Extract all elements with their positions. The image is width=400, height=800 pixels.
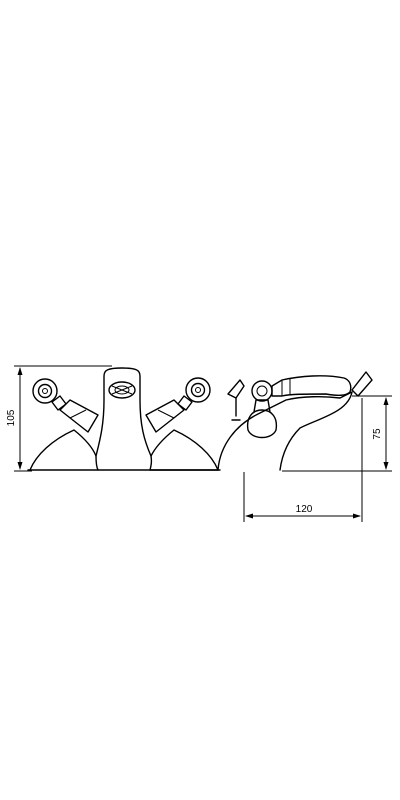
front-aerator-inner [114,385,130,395]
front-left-handle-inner [37,383,53,399]
front-view [27,367,221,471]
side-lift-rod-knob [227,379,245,399]
side-height-dimension: 75 [282,395,392,472]
front-right-arm-ring [157,409,175,419]
side-view [217,371,373,471]
front-left-arm-ring [69,409,87,419]
side-valve-base [246,409,278,439]
front-body-outline [29,429,219,471]
side-handle-hub-inner [256,385,268,397]
proj-dim-arrow-right [353,513,361,519]
front-right-handle-outer [185,377,211,403]
front-right-stem [177,395,193,411]
front-dim-arrow-bottom [17,462,23,470]
side-dim-arrow-top [383,397,389,405]
height-front-label: 105 [6,409,17,426]
projection-dimension: 120 [243,398,363,522]
front-left-handle-outer [32,378,58,404]
side-lever-collar [281,379,291,396]
height-side-label: 75 [372,428,383,440]
side-handle-hub [251,380,273,402]
front-dim-arrow-top [17,367,23,375]
proj-dim-arrow-left [245,513,253,519]
front-left-handle-cap [42,388,48,394]
front-right-handle-inner [190,382,206,398]
front-aerator [108,381,136,399]
side-valve-column [253,399,271,413]
front-left-stem [51,395,67,411]
front-left-arm [59,399,99,433]
side-body-outline [217,391,353,471]
front-right-arm [145,399,185,433]
side-lever-handle [271,375,352,397]
front-spout-column [95,367,152,457]
front-aerator-mesh [111,385,133,395]
side-spout-outlet [351,371,373,397]
side-dim-arrow-bottom [383,462,389,470]
front-right-handle-cap [195,387,201,393]
projection-label: 120 [296,504,313,515]
front-height-dimension: 105 [6,365,112,472]
